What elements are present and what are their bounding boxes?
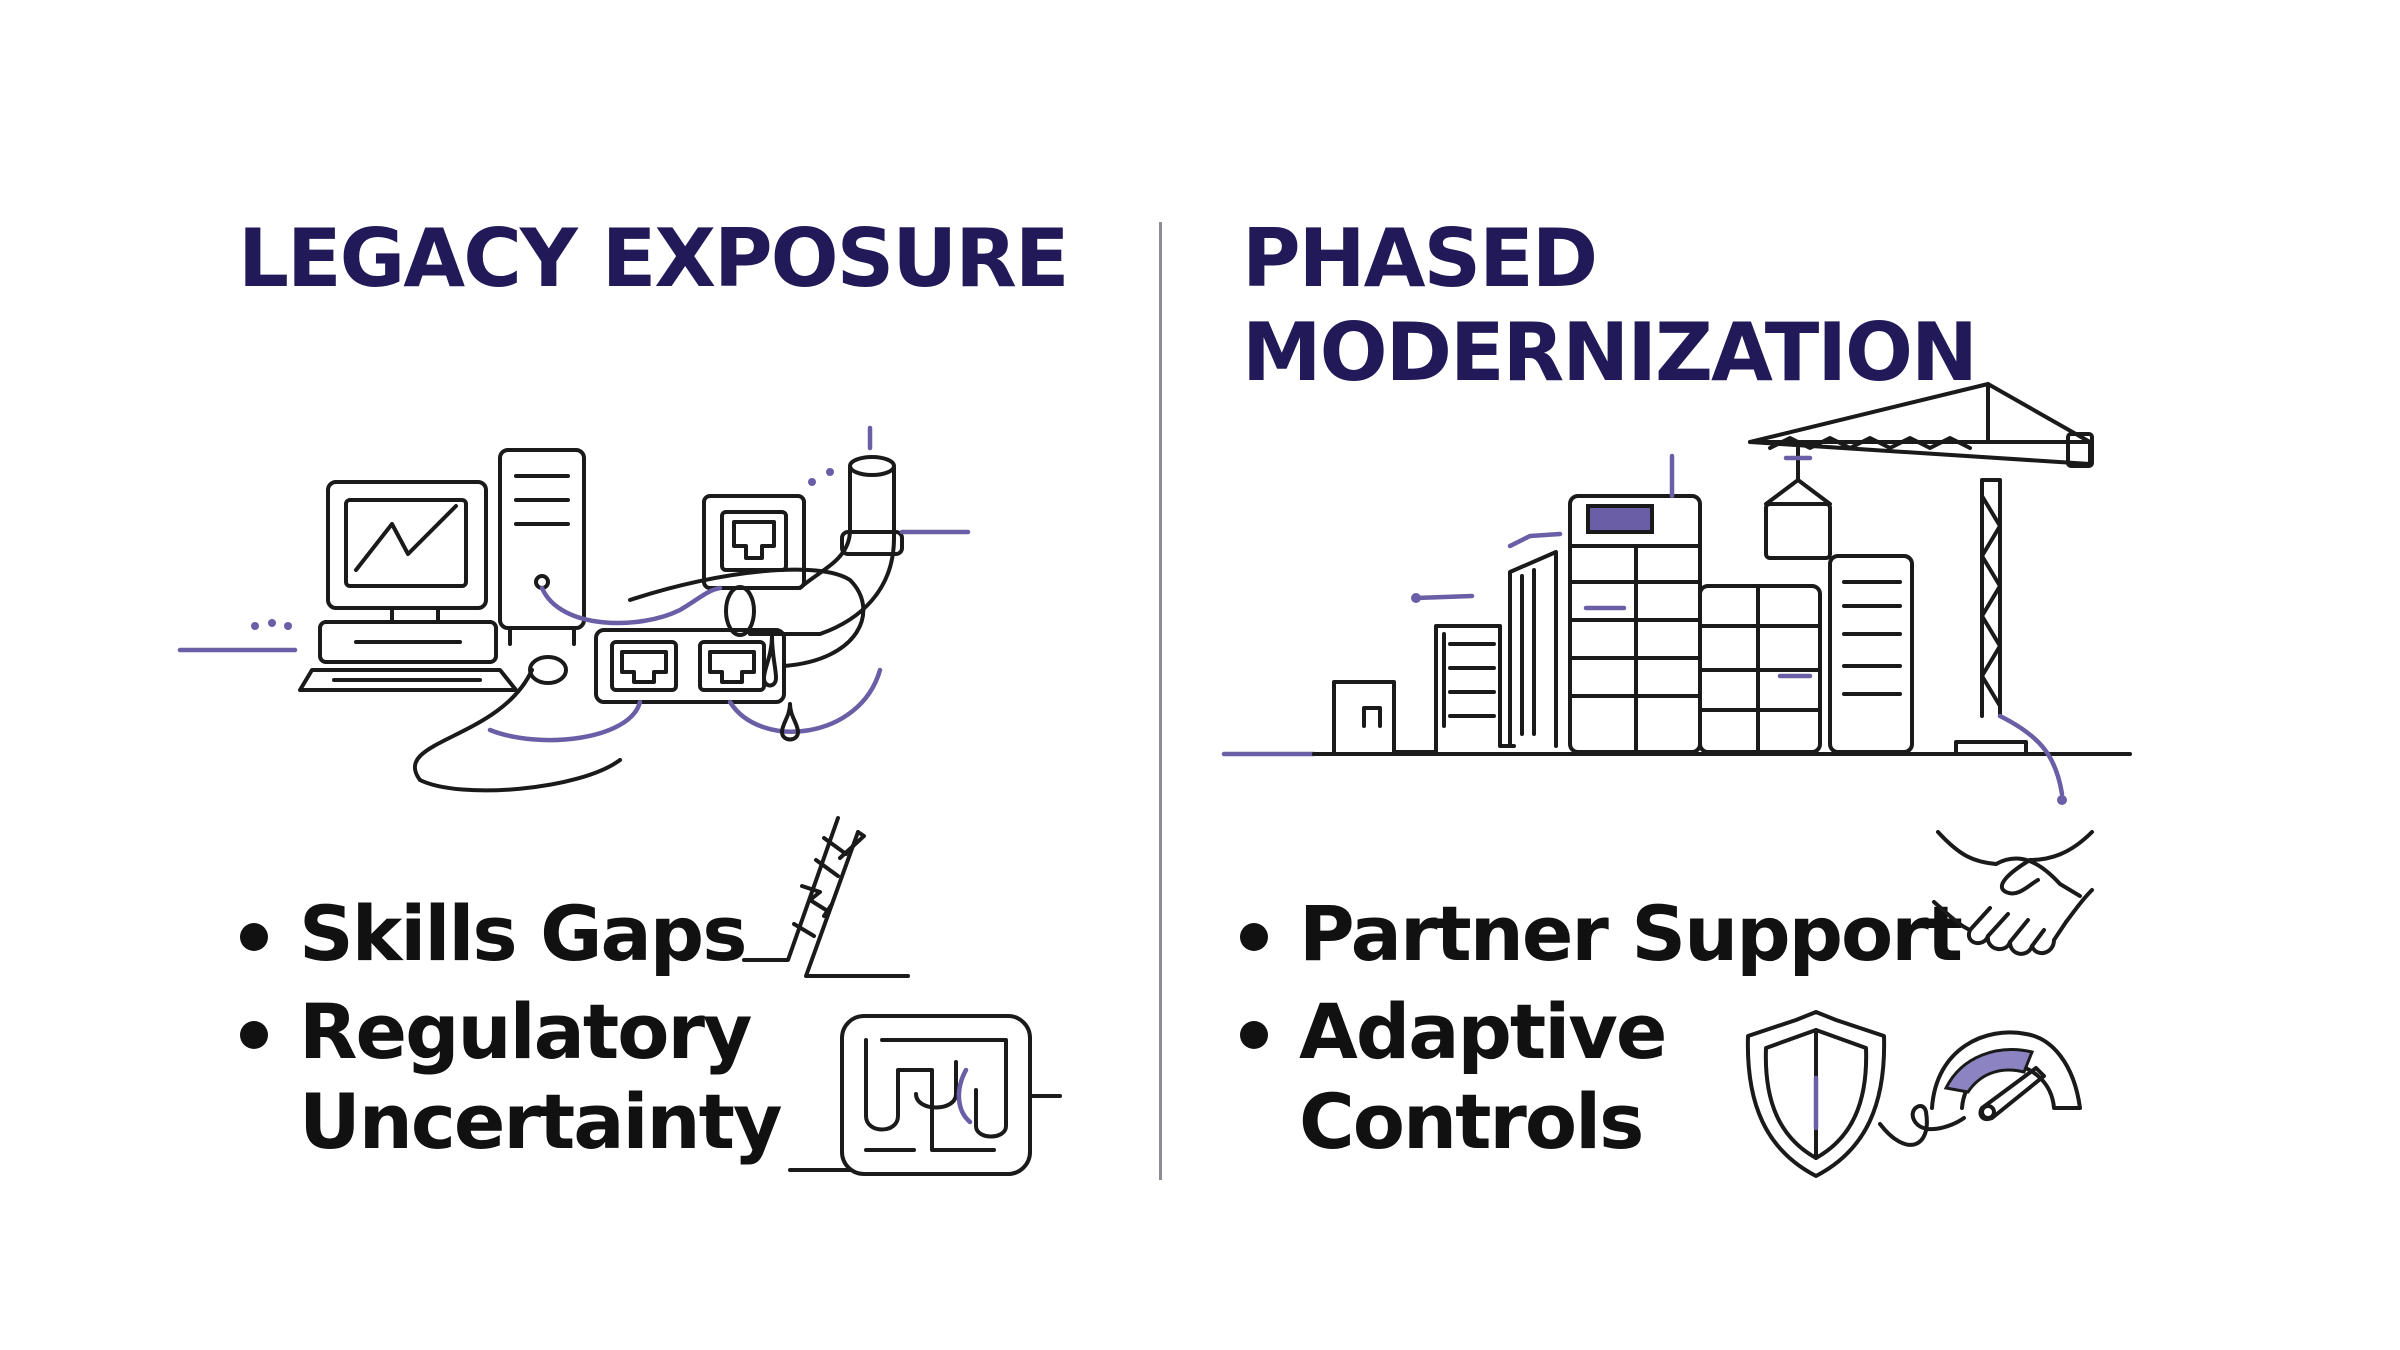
bullet-dot — [240, 923, 268, 951]
adaptive-text: Adaptive — [1299, 987, 1667, 1076]
bullet-regulatory-uncertainty: Regulatory Uncertainty — [240, 987, 783, 1167]
phased-modernization-list: Partner Support Adaptive Controls — [1240, 889, 1963, 1167]
shield-gauge-icon — [1745, 1010, 2082, 1178]
bullet-dot — [240, 1021, 268, 1049]
uncertainty-text: Uncertainty — [299, 1077, 783, 1166]
controls-text: Controls — [1299, 1077, 1644, 1166]
legacy-exposure-list: Skills Gaps Regulatory Uncertainty — [240, 889, 783, 1167]
panel-divider — [1159, 222, 1162, 1180]
skills-gaps-text: Skills Gaps — [299, 889, 747, 978]
legacy-hardware-icon — [177, 425, 971, 793]
bullet-label: Adaptive Controls — [1299, 987, 1961, 1167]
legacy-exposure-title: LEGACY EXPOSURE — [238, 212, 1069, 306]
maze-icon — [788, 1014, 1062, 1176]
bullet-label: Regulatory Uncertainty — [299, 987, 783, 1167]
bullet-label: Partner Support — [1299, 889, 1963, 979]
bullet-dot — [1240, 1021, 1268, 1049]
bullet-skills-gaps: Skills Gaps — [240, 889, 781, 979]
construction-crane-icon — [1221, 382, 2132, 805]
bullet-adaptive-controls: Adaptive Controls — [1240, 987, 1961, 1167]
regulatory-text: Regulatory — [299, 987, 752, 1076]
bullet-partner-support: Partner Support — [1240, 889, 1963, 979]
broken-ladder-icon — [742, 816, 910, 978]
handshake-icon — [1932, 830, 2094, 956]
phased-text: PHASED — [1242, 212, 1598, 305]
partner-support-text: Partner Support — [1299, 889, 1963, 978]
phased-modernization-title: PHASED MODERNIZATION — [1242, 212, 1978, 400]
legacy-exposure-title-text: LEGACY EXPOSURE — [238, 212, 1069, 305]
bullet-label: Skills Gaps — [299, 889, 781, 979]
bullet-dot — [1240, 923, 1268, 951]
modernization-text: MODERNIZATION — [1242, 306, 1978, 399]
